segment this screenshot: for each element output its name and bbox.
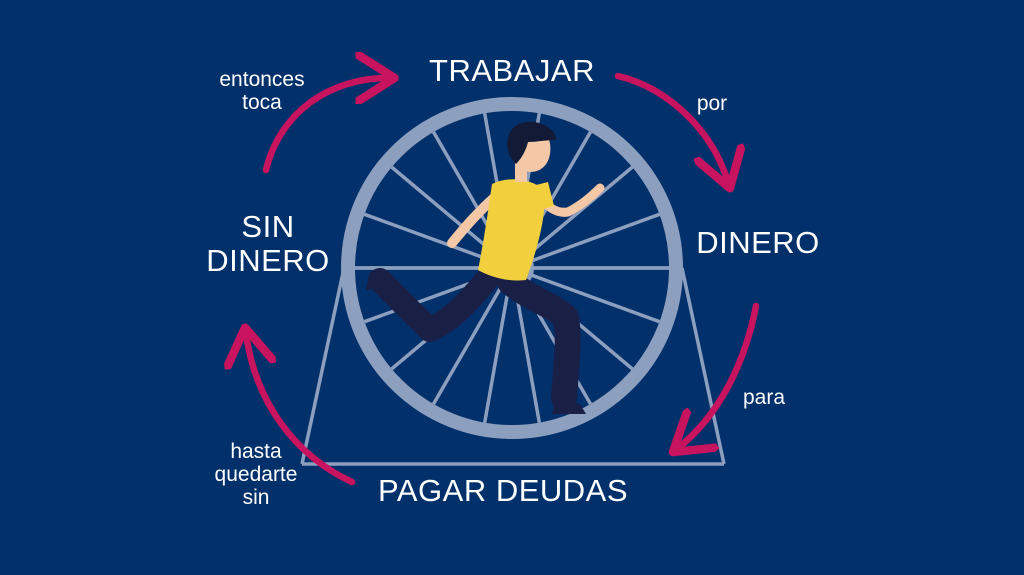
connector-entonces-line2: toca (242, 91, 282, 114)
front-shoe (552, 400, 586, 414)
connector-hasta-quedarte-sin: hasta quedarte sin (215, 440, 298, 509)
node-pagar-deudas-label: PAGAR DEUDAS (377, 473, 629, 508)
connector-hasta-line2: quedarte (214, 463, 298, 486)
arrow-right-to-bottom (678, 302, 760, 448)
node-trabajar-label: TRABAJAR (429, 53, 595, 88)
wheel-spoke (511, 266, 661, 324)
running-man (366, 121, 605, 414)
wheel-spoke (511, 212, 661, 270)
cycle-arrows (246, 72, 760, 486)
arrow-bottom-to-left (246, 334, 356, 486)
connector-entonces-toca: entonces toca (219, 68, 304, 114)
front-sleeve (532, 182, 554, 210)
hair (507, 121, 556, 164)
node-sin-dinero: SIN DINERO (206, 210, 330, 278)
connector-entonces-line1: entonces (219, 68, 305, 91)
node-sin-dinero-line1: SIN (241, 209, 295, 244)
connector-para-label: para (742, 386, 786, 409)
wheel-spoke (431, 267, 514, 405)
connector-para: para (743, 386, 785, 409)
connector-hasta-line1: hasta (230, 440, 282, 463)
node-trabajar: TRABAJAR (429, 54, 595, 88)
arrow-left-to-top (262, 78, 388, 174)
front-leg (497, 269, 581, 411)
arrow-top-to-right (614, 72, 728, 182)
back-shoe (366, 272, 386, 290)
node-dinero-label: DINERO (696, 225, 820, 260)
node-dinero: DINERO (696, 226, 820, 260)
connector-hasta-line3: sin (242, 486, 270, 509)
shirt (478, 179, 546, 281)
node-sin-dinero-line2: DINERO (206, 243, 330, 278)
connector-por-label: por (696, 92, 728, 115)
connector-por: por (697, 92, 727, 115)
back-leg (368, 266, 500, 342)
node-pagar-deudas: PAGAR DEUDAS (378, 474, 628, 508)
